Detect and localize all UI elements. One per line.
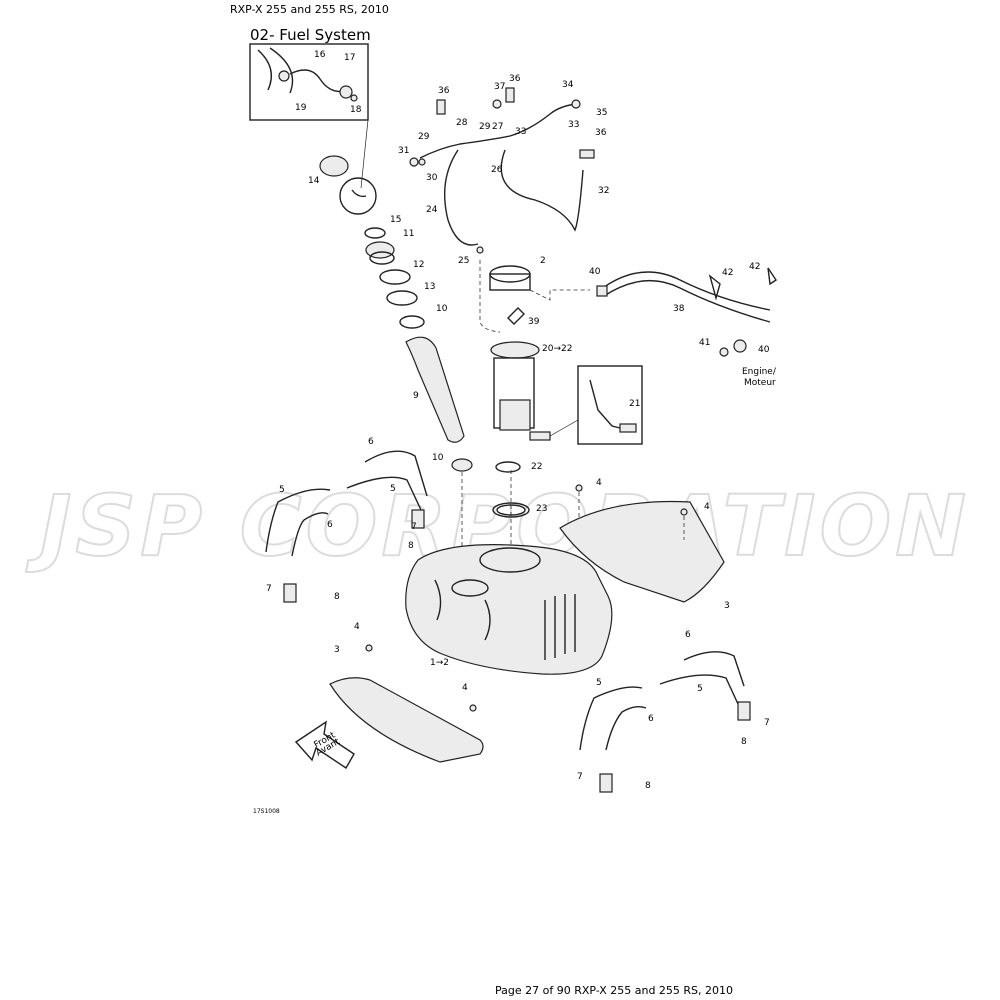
callout-label: 7: [411, 522, 417, 532]
engine-label: Engine/: [742, 367, 777, 377]
callout-label: 4: [354, 622, 360, 632]
callout-label: 36: [595, 128, 607, 138]
callout-label: 39: [528, 317, 540, 327]
callout-label: 6: [685, 630, 691, 640]
callout-label: 36: [438, 86, 450, 96]
callout-label: 16: [314, 50, 326, 60]
callout-label: 9: [413, 391, 419, 401]
callout-label: 12: [413, 260, 424, 270]
callout-label: 28: [456, 118, 468, 128]
callout-label: 5: [390, 484, 396, 494]
callout-label: 8: [334, 592, 340, 602]
callout-label: 14: [308, 176, 320, 186]
callout-label: 6: [327, 520, 333, 530]
callout-label: 10: [436, 304, 448, 314]
callout-label: 32: [598, 186, 609, 196]
tank-straps-right: [579, 651, 751, 793]
callout-label: 15: [390, 215, 401, 225]
callout-label: 38: [673, 304, 685, 314]
callout-label: 3: [334, 645, 340, 655]
callout-label: 31: [398, 146, 409, 156]
page-header: RXP-X 255 and 255 RS, 2010: [230, 3, 389, 16]
callout-label: 35: [596, 108, 607, 118]
callout-label: 33: [568, 120, 579, 130]
callout-label: 6: [368, 437, 374, 447]
callout-label: 24: [426, 205, 438, 215]
inset-cap-tether: [249, 43, 369, 189]
callout-label: 8: [408, 541, 414, 551]
callout-label: 11: [403, 229, 414, 239]
callout-label: 23: [536, 504, 547, 514]
callout-label: 7: [266, 584, 272, 594]
callout-label: 7: [764, 718, 770, 728]
callout-label: 36: [509, 74, 521, 84]
callout-label: 30: [426, 173, 438, 183]
tank-straps-left: [265, 450, 428, 603]
heat-shields: [329, 500, 725, 763]
callout-label: 34: [562, 80, 574, 90]
callout-label: 40: [758, 345, 770, 355]
section-title: 02- Fuel System: [250, 26, 371, 44]
callout-label: 21: [629, 399, 640, 409]
callout-label: 5: [697, 684, 703, 694]
callout-label: 42: [722, 268, 733, 278]
filler-assembly: [319, 155, 473, 560]
callout-label: 7: [577, 772, 583, 782]
callout-label: 29: [479, 122, 491, 132]
fuel-tank: [405, 544, 613, 675]
callout-label: 5: [596, 678, 602, 688]
callout-label: 37: [494, 82, 505, 92]
callout-label: 42: [749, 262, 760, 272]
front-arrow: [294, 720, 355, 769]
callout-label: 27: [492, 122, 503, 132]
callout-label: 4: [462, 683, 468, 693]
callout-label: 4: [596, 478, 602, 488]
callout-label: 6: [648, 714, 654, 724]
vent-hoses: [409, 87, 595, 254]
callout-label: 25: [458, 256, 469, 266]
callout-label: 19: [295, 103, 307, 113]
callout-label: 33: [515, 127, 526, 137]
callout-label: 41: [699, 338, 710, 348]
callout-label: 8: [741, 737, 747, 747]
callout-label: 2: [540, 256, 546, 266]
callout-label: 1→2: [430, 658, 449, 668]
callout-label: 20→22: [542, 344, 572, 354]
callout-label: 5: [279, 485, 285, 495]
callout-label: 13: [424, 282, 435, 292]
moteur-label: Moteur: [744, 378, 776, 388]
callout-label: 40: [589, 267, 601, 277]
callout-label: 26: [491, 165, 503, 175]
page-footer: Page 27 of 90 RXP-X 255 and 255 RS, 2010: [495, 984, 734, 997]
callout-label: 3: [724, 601, 730, 611]
callout-label: 18: [350, 105, 362, 115]
figure-code: 17S1008: [253, 808, 280, 815]
inset-sensor: [549, 365, 643, 445]
callout-label: 8: [645, 781, 651, 791]
callout-label: 29: [418, 132, 430, 142]
callout-label: 22: [531, 462, 542, 472]
fuel-pump-assembly: [479, 260, 590, 550]
callout-label: 4: [704, 502, 710, 512]
engine-hose: [596, 267, 777, 357]
callout-label: 10: [432, 453, 444, 463]
callout-label: 17: [344, 53, 355, 63]
screws: [365, 484, 688, 712]
